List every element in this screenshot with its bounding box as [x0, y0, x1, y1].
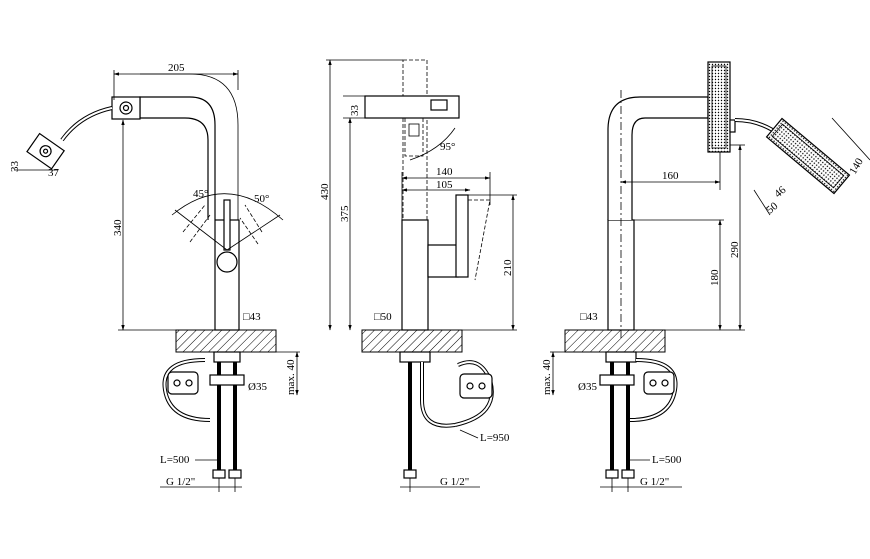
left-handle-knob: [216, 251, 238, 273]
middle-base-label: □50: [374, 311, 392, 323]
left-height-label: 340: [112, 219, 124, 236]
right-hose-label: L=500: [652, 454, 682, 466]
left-spout: [139, 96, 216, 220]
right-hole-label: Ø35: [578, 381, 597, 393]
left-angle-right: 50°: [254, 193, 269, 205]
right-head-rotated: [765, 117, 851, 195]
middle-handle-h-label: 210: [502, 259, 514, 276]
middle-handle-reach-label: 105: [436, 179, 453, 191]
right-spout-h-label: 290: [729, 241, 741, 258]
right-body-h-label: 180: [709, 269, 721, 286]
right-countertop: [564, 329, 666, 353]
middle-view: 95° 430 375 33 140 105 210 □50: [319, 59, 517, 492]
middle-angle-label: 95°: [440, 141, 455, 153]
middle-head: [364, 95, 460, 119]
left-countertop: [175, 329, 277, 353]
left-angle-left: 45°: [193, 188, 208, 200]
right-view: 140 46 50 160 290 180 □43 Ø35 max. 40: [541, 61, 870, 492]
left-head-h-label: 33: [9, 161, 21, 173]
middle-handle: [427, 244, 459, 278]
left-thread-label: G 1/2": [166, 476, 195, 488]
right-spout: [607, 96, 709, 220]
right-nut: [599, 374, 635, 386]
right-head-w2-label: 50: [764, 200, 781, 217]
left-depth-label: max. 40: [285, 359, 297, 395]
right-thread-label: G 1/2": [640, 476, 669, 488]
left-view: 45° 50° 205 340 37 33 □43 Ø35: [9, 62, 300, 492]
right-reach-label: 160: [662, 170, 679, 182]
left-head-w-label: 37: [48, 167, 60, 179]
right-depth-label: max. 40: [541, 359, 553, 395]
left-hole-label: Ø35: [248, 381, 267, 393]
middle-body-h-label: 375: [339, 205, 351, 222]
left-nut: [209, 374, 245, 386]
right-base-label: □43: [580, 311, 598, 323]
middle-hose-label: L=950: [480, 432, 510, 444]
middle-reach-label: 140: [436, 166, 453, 178]
left-hose-label: L=500: [160, 454, 190, 466]
left-base-label: □43: [243, 311, 261, 323]
left-width-label: 205: [168, 62, 185, 74]
left-pull-head: [26, 132, 66, 170]
right-head-len-label: 140: [847, 156, 866, 177]
right-head-w-label: 46: [772, 184, 789, 201]
middle-head-h-label: 33: [349, 105, 361, 117]
right-head: [707, 61, 731, 153]
middle-body: [401, 219, 429, 331]
middle-total-h-label: 430: [319, 183, 331, 200]
middle-thread-label: G 1/2": [440, 476, 469, 488]
middle-countertop: [361, 329, 463, 353]
